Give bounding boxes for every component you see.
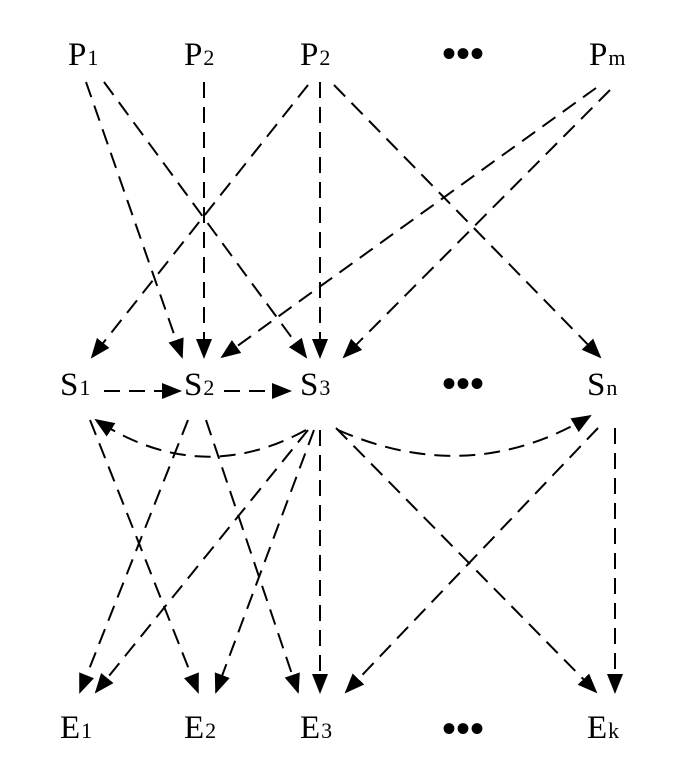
node-subscript: 2: [203, 45, 214, 70]
edge-s3-sn: [337, 414, 592, 457]
node-subscript: 1: [81, 718, 92, 743]
node-s1: S1: [60, 367, 90, 403]
node-subscript: 3: [319, 375, 330, 400]
node-letter: E: [184, 710, 204, 746]
edge-p2b-sn: [333, 84, 602, 359]
node-subscript: 1: [87, 45, 98, 70]
node-letter: S: [60, 367, 78, 403]
node-letter: S: [587, 367, 605, 403]
node-s3: S3: [300, 367, 330, 403]
node-p2b: P2: [300, 37, 330, 73]
node-letter: P: [184, 37, 202, 73]
p-ellipsis: •••: [442, 31, 484, 76]
node-letter: P: [300, 37, 318, 73]
node-subscript: 2: [319, 45, 330, 70]
s-ellipsis: •••: [442, 361, 484, 406]
edge-sn-e3: [344, 427, 599, 694]
node-p2a: P2: [184, 37, 214, 73]
node-e1: E1: [60, 710, 92, 746]
edges: [79, 81, 623, 694]
edge-s3-e1: [94, 429, 309, 694]
node-letter: S: [184, 367, 202, 403]
node-subscript: 3: [321, 718, 332, 743]
node-letter: E: [300, 710, 320, 746]
edge-s3-s1: [94, 418, 307, 458]
edge-s2-e3: [205, 419, 300, 694]
edge-s3-e2: [214, 429, 315, 694]
edge-pm-s2: [220, 87, 597, 359]
node-letter: E: [60, 710, 80, 746]
node-subscript: n: [606, 375, 617, 400]
node-sn: Sn: [587, 367, 617, 403]
e-ellipsis: •••: [442, 706, 484, 751]
edge-p2b-s1: [90, 84, 309, 359]
edge-s3-ek: [335, 427, 598, 694]
node-letter: P: [68, 37, 86, 73]
edge-p1-s3: [103, 81, 308, 359]
node-pm: Pm: [589, 37, 625, 73]
edge-s1-e2: [89, 419, 199, 694]
node-p1: P1: [68, 37, 98, 73]
node-subscript: 2: [205, 718, 216, 743]
node-letter: E: [587, 710, 607, 746]
node-subscript: k: [608, 718, 619, 743]
node-subscript: 1: [79, 375, 90, 400]
node-e2: E2: [184, 710, 216, 746]
node-letter: P: [589, 37, 607, 73]
node-s2: S2: [184, 367, 214, 403]
node-subscript: 2: [203, 375, 214, 400]
edge-s2-e1: [79, 419, 189, 694]
node-ek: Ek: [587, 710, 619, 746]
edge-pm-s3: [342, 89, 611, 359]
node-subscript: m: [608, 45, 625, 70]
node-letter: S: [300, 367, 318, 403]
node-e3: E3: [300, 710, 332, 746]
